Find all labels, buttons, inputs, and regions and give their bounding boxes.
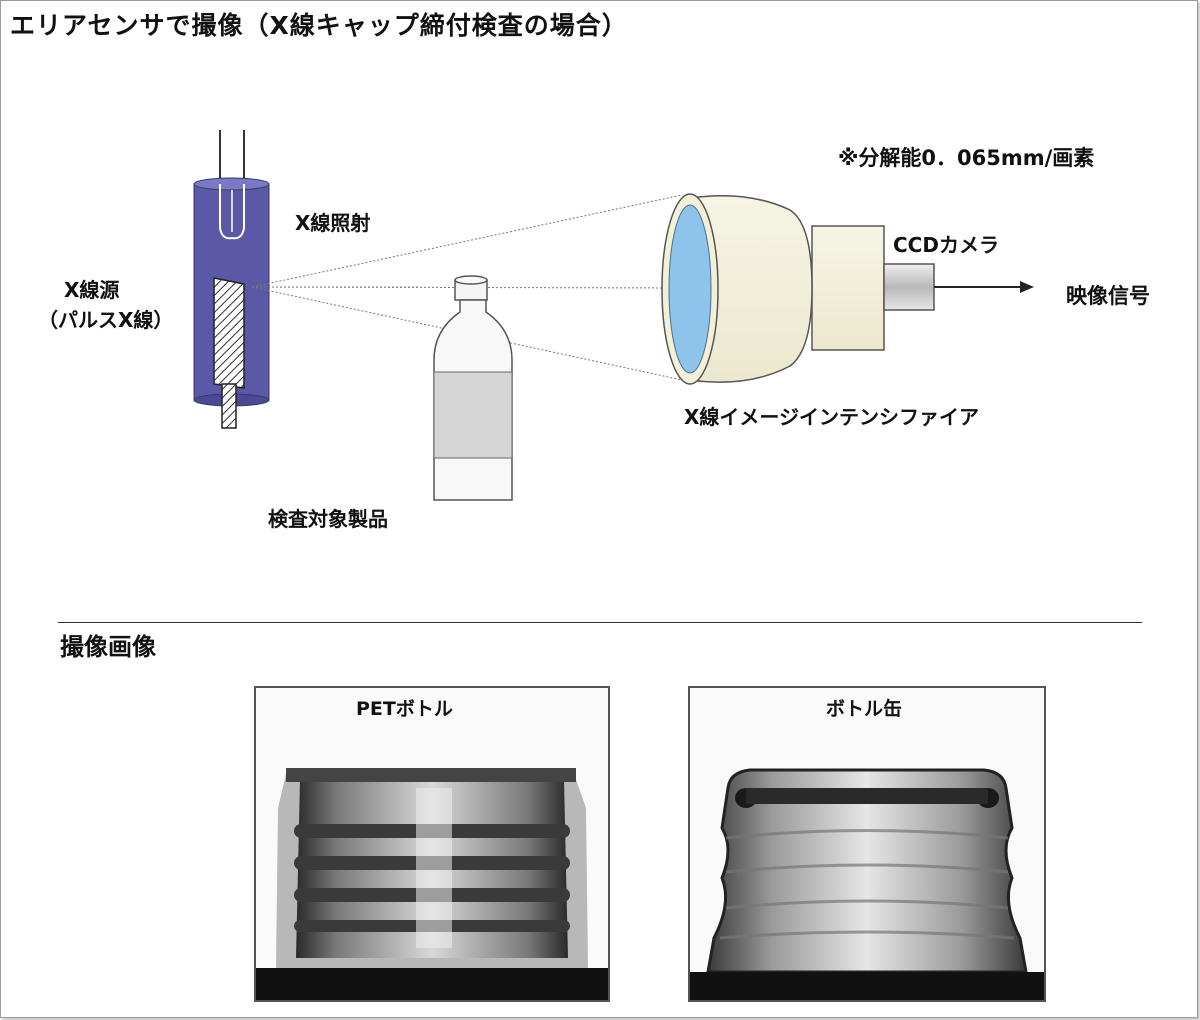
signal-arrow — [934, 281, 1034, 293]
video-signal-label: 映像信号 — [1066, 284, 1150, 308]
xray-source-label: X線源 — [64, 278, 120, 302]
image-intensifier-label: X線イメージインテンシファイア — [684, 405, 980, 429]
pet-bottle-xray-image: PETボトル — [254, 686, 610, 1002]
xray-beam — [251, 194, 683, 381]
bottle-can-xray-image: ボトル缶 — [688, 686, 1046, 1002]
section-divider — [58, 622, 1142, 623]
bottle-can-caption: ボトル缶 — [826, 698, 903, 720]
inspected-product-label: 検査対象製品 — [268, 507, 388, 531]
ccd-camera-label: CCDカメラ — [893, 233, 999, 257]
page-title: エリアセンサで撮像（X線キャップ締付検査の場合） — [10, 11, 628, 40]
inspection-schematic — [193, 130, 1034, 501]
pulse-xray-label: （パルスX線） — [38, 308, 174, 332]
image-intensifier — [661, 193, 885, 385]
product-bottle — [433, 275, 513, 501]
xray-irradiation-label: X線照射 — [295, 211, 371, 235]
ccd-camera — [883, 263, 935, 311]
xray-tube — [193, 130, 270, 429]
captured-images-title: 撮像画像 — [60, 633, 156, 661]
resolution-note: ※分解能0．065mm/画素 — [838, 146, 1095, 170]
pet-bottle-caption: PETボトル — [356, 698, 453, 720]
